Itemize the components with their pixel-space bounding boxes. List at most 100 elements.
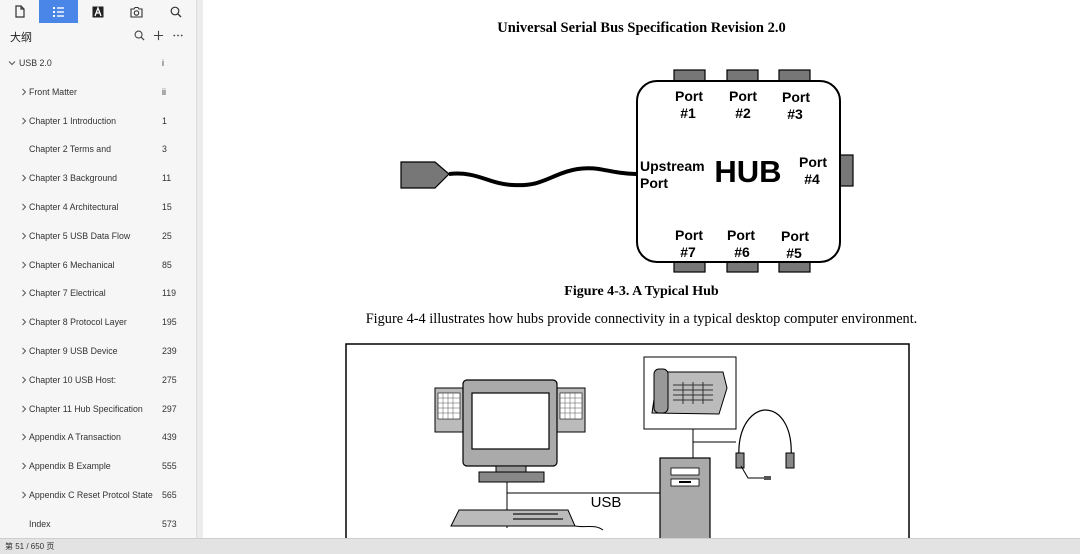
- body-paragraph: Figure 4-4 illustrates how hubs provide …: [365, 311, 918, 327]
- more-icon[interactable]: [172, 30, 184, 41]
- document-header: Universal Serial Bus Specification Revis…: [497, 20, 786, 36]
- port-4-label: Port: [799, 154, 827, 170]
- outline-item-appendix-b[interactable]: Appendix B Example 555: [0, 452, 196, 481]
- camera-icon: [130, 6, 143, 18]
- outline-item-page: ii: [162, 86, 166, 97]
- tab-annotations[interactable]: [78, 0, 117, 23]
- outline-item-chapter-11[interactable]: Chapter 11 Hub Specification 297: [0, 395, 196, 424]
- outline-item-chapter-3[interactable]: Chapter 3 Background 11: [0, 164, 196, 193]
- outline-item-page: 565: [162, 489, 177, 500]
- outline-item-page: 11: [162, 173, 172, 184]
- text-style-icon: [92, 5, 103, 17]
- chevron-right-icon[interactable]: [19, 87, 29, 97]
- upstream-label: Upstream: [640, 158, 705, 174]
- port-5-number: #5: [786, 245, 802, 261]
- page-indicator: 第 51 / 650 页: [5, 542, 55, 551]
- port-4-number: #4: [804, 171, 820, 187]
- tab-thumbnails[interactable]: [0, 0, 39, 23]
- chevron-right-icon[interactable]: [19, 317, 29, 327]
- search-icon: [170, 6, 181, 17]
- chevron-down-icon[interactable]: [7, 58, 17, 68]
- outline-item-label: USB 2.0: [19, 58, 52, 68]
- outline-item-chapter-6[interactable]: Chapter 6 Mechanical 85: [0, 251, 196, 280]
- chevron-right-icon[interactable]: [19, 260, 29, 270]
- outline-item-front-matter[interactable]: Front Matter ii: [0, 78, 196, 107]
- chevron-right-icon[interactable]: [19, 202, 29, 212]
- outline-item-usb20[interactable]: USB 2.0 i: [0, 49, 196, 78]
- chevron-right-icon[interactable]: [19, 288, 29, 298]
- outline-item-label: Chapter 7 Electrical: [29, 288, 106, 299]
- outline-item-page: 25: [162, 230, 172, 241]
- outline-item-label: Chapter 11 Hub Specification: [29, 403, 143, 414]
- outline-list: USB 2.0 i Front Matter ii Chapter 1 Intr…: [0, 49, 196, 539]
- outline-item-label: Index: [29, 518, 51, 529]
- chevron-right-icon[interactable]: [19, 346, 29, 356]
- chevron-right-icon[interactable]: [19, 404, 29, 414]
- outline-item-label: Chapter 4 Architectural: [29, 201, 119, 212]
- outline-item-page: 297: [162, 403, 177, 414]
- outline-item-label: Chapter 9 USB Device: [29, 345, 118, 356]
- tab-outline[interactable]: [39, 0, 78, 23]
- chevron-right-icon[interactable]: [19, 116, 29, 126]
- outline-item-label: Chapter 5 USB Data Flow: [29, 230, 131, 241]
- hub-label: HUB: [714, 154, 781, 189]
- figure-caption: Figure 4-3. A Typical Hub: [564, 284, 719, 299]
- port-3-number: #3: [787, 106, 803, 122]
- usb-cable: [448, 166, 638, 188]
- outline-item-label: Appendix B Example: [29, 461, 111, 472]
- outline-item-chapter-4[interactable]: Chapter 4 Architectural 15: [0, 193, 196, 222]
- upstream-port-label: Port: [640, 175, 668, 191]
- outline-item-page: i: [162, 58, 164, 68]
- outline-item-chapter-10[interactable]: Chapter 10 USB Host: 275: [0, 366, 196, 395]
- chevron-right-icon[interactable]: [19, 432, 29, 442]
- port-3-label: Port: [782, 89, 810, 105]
- outline-item-index[interactable]: Index 573: [0, 510, 196, 539]
- desktop-diagram: USB: [345, 343, 910, 538]
- outline-item-page: 15: [162, 201, 172, 212]
- outline-item-chapter-8[interactable]: Chapter 8 Protocol Layer 195: [0, 308, 196, 337]
- outline-item-appendix-c[interactable]: Appendix C Reset Protcol State 565: [0, 481, 196, 510]
- outline-item-page: 3: [162, 144, 167, 155]
- outline-list-icon: [53, 6, 64, 17]
- outline-item-chapter-9[interactable]: Chapter 9 USB Device 239: [0, 337, 196, 366]
- chevron-right-icon[interactable]: [19, 490, 29, 500]
- port-2-label: Port: [729, 88, 757, 104]
- outline-item-page: 275: [162, 374, 177, 385]
- outline-item-label: Chapter 1 Introduction: [29, 115, 117, 126]
- outline-item-chapter-1[interactable]: Chapter 1 Introduction 1: [0, 107, 196, 136]
- chevron-right-icon[interactable]: [19, 375, 29, 385]
- chevron-right-icon[interactable]: [19, 173, 29, 183]
- add-icon[interactable]: [153, 30, 164, 41]
- chevron-right-icon[interactable]: [19, 461, 29, 471]
- hub-box: [636, 80, 841, 263]
- usb-plug: [400, 161, 450, 189]
- outline-item-label: Chapter 6 Mechanical: [29, 259, 115, 270]
- port-6-label: Port: [727, 227, 755, 243]
- chevron-right-icon[interactable]: [19, 231, 29, 241]
- hub-diagram: Port #1 Port #2 Port #3 Upstream Port HU…: [400, 69, 854, 273]
- speaker-right-icon: [556, 387, 586, 433]
- outline-item-chapter-2[interactable]: Chapter 2 Terms and 3: [0, 135, 196, 164]
- monitor-icon: [462, 379, 558, 483]
- sidebar-toolbar: [0, 0, 196, 23]
- outline-item-label: Chapter 2 Terms and: [29, 144, 111, 155]
- outline-item-page: 85: [162, 259, 172, 270]
- outline-item-page: 573: [162, 518, 177, 529]
- outline-item-page: 1: [162, 115, 167, 126]
- keyboard-icon: [450, 509, 604, 531]
- outline-item-label: Chapter 3 Background: [29, 173, 118, 184]
- tab-screenshot[interactable]: [117, 0, 156, 23]
- outline-search-icon[interactable]: [134, 30, 145, 41]
- outline-item-page: 439: [162, 432, 177, 443]
- port-1-number: #1: [680, 105, 696, 121]
- tab-search[interactable]: [156, 0, 195, 23]
- outline-item-appendix-a[interactable]: Appendix A Transaction 439: [0, 423, 196, 452]
- outline-item-chapter-5[interactable]: Chapter 5 USB Data Flow 25: [0, 222, 196, 251]
- outline-item-label: Chapter 10 USB Host:: [29, 374, 117, 385]
- outline-item-label: Appendix C Reset Protcol State: [29, 489, 153, 500]
- outline-title: 大纲: [10, 32, 32, 44]
- port-7-label: Port: [675, 227, 703, 243]
- document-page[interactable]: Universal Serial Bus Specification Revis…: [203, 0, 1080, 538]
- outline-item-chapter-7[interactable]: Chapter 7 Electrical 119: [0, 279, 196, 308]
- outline-item-label: Front Matter: [29, 86, 77, 97]
